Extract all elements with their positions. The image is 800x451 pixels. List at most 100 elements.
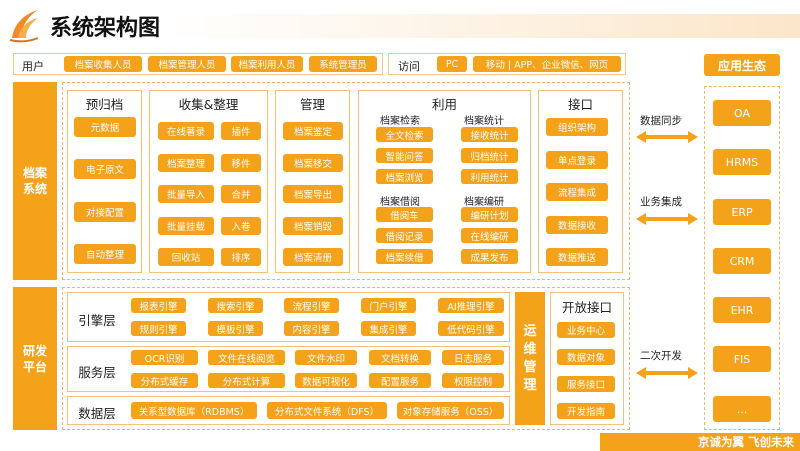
open-interface-title: 开放接口 <box>561 300 612 315</box>
pre-archive-item: 电子原文 <box>74 159 136 179</box>
role-tag: 档案收集人员 <box>64 56 142 72</box>
collect-box <box>149 90 268 273</box>
eco-item: ... <box>713 396 771 422</box>
collect-title: 收集&整理 <box>178 97 239 112</box>
access-label: 访问 <box>398 60 420 73</box>
use-item: 档案浏览 <box>376 169 433 184</box>
data-item: 对象存储服务（OSS） <box>397 402 504 419</box>
use-borrow-title: 档案借阅 <box>380 197 420 208</box>
iface-item: 单点登录 <box>546 151 608 169</box>
engine-item: 流程引擎 <box>284 298 339 313</box>
ops-management: 运维管理 <box>515 292 545 425</box>
engine-title: 引擎层 <box>78 313 116 328</box>
role-tag: 档案管理人员 <box>148 56 226 72</box>
collect-item: 在线著录 <box>158 122 214 140</box>
footer-slogan: 京诚为翼 飞创未来 <box>600 433 800 451</box>
pre-archive-item: 自动整理 <box>74 244 136 264</box>
collect-item: 排序 <box>221 248 261 266</box>
iface-item: 组织架构 <box>546 118 608 136</box>
collect-item: 移件 <box>221 154 261 172</box>
page-title: 系统架构图 <box>50 16 161 41</box>
manage-item: 档案导出 <box>283 185 343 203</box>
use-item: 档案续借 <box>376 249 433 264</box>
data-title: 数据层 <box>78 406 116 421</box>
manage-item: 档案清册 <box>283 248 343 266</box>
use-item: 全文检索 <box>376 127 433 142</box>
iface-item: 流程集成 <box>546 183 608 201</box>
service-item: OCR识别 <box>131 350 198 365</box>
engine-item: AI推理引擎 <box>438 298 504 313</box>
engine-item: 搜索引擎 <box>208 298 263 313</box>
engine-item: 低代码引擎 <box>438 321 504 336</box>
user-label: 用户 <box>22 60 44 73</box>
data-item: 关系型数据库（RDBMS） <box>131 402 257 419</box>
double-arrow-icon <box>636 210 698 225</box>
collect-item: 入卷 <box>221 217 261 235</box>
eco-title: 应用生态 <box>704 54 780 76</box>
use-item: 利用统计 <box>461 169 518 184</box>
use-item: 借阅记录 <box>376 228 433 243</box>
eco-item: EHR <box>713 297 771 323</box>
use-item: 编研计划 <box>461 207 518 222</box>
service-title: 服务层 <box>78 365 116 380</box>
use-edit-title: 档案编研 <box>464 197 504 208</box>
use-item: 归档统计 <box>461 148 518 163</box>
use-title: 利用 <box>431 97 457 112</box>
collect-item: 合并 <box>221 185 261 203</box>
eco-item: CRM <box>713 248 771 274</box>
eco-item: ERP <box>713 199 771 225</box>
iface-item: 数据接收 <box>546 216 608 234</box>
open-item: 服务接口 <box>557 376 615 392</box>
manage-title: 管理 <box>299 97 325 112</box>
use-item: 在线编研 <box>461 228 518 243</box>
double-arrow-icon <box>636 128 698 143</box>
engine-item: 规则引擎 <box>131 321 186 336</box>
pre-archive-item: 对接配置 <box>74 202 136 222</box>
collect-item: 档案整理 <box>158 154 214 172</box>
service-item: 配置服务 <box>369 373 431 388</box>
service-item: 文件在线阅览 <box>208 350 285 365</box>
collect-item: 批量导入 <box>158 185 214 203</box>
collect-item: 批量挂载 <box>158 217 214 235</box>
service-item: 文件水印 <box>295 350 357 365</box>
iface-title: 接口 <box>567 97 593 112</box>
platform-label: 研发平台 <box>13 287 57 430</box>
collect-item: 插件 <box>221 122 261 140</box>
service-item: 数据可视化 <box>295 373 357 388</box>
double-arrow-icon <box>636 364 698 379</box>
pre-archive-item: 元数据 <box>74 117 136 137</box>
archive-system-label: 档案系统 <box>13 82 57 280</box>
header-band <box>165 14 800 38</box>
service-item: 文档转换 <box>369 350 431 365</box>
use-stat-title: 档案统计 <box>464 116 504 127</box>
service-item: 分布式计算 <box>208 373 285 388</box>
service-item: 权限控制 <box>442 373 504 388</box>
use-item: 接收统计 <box>461 127 518 142</box>
use-item: 成果发布 <box>461 249 518 264</box>
access-pc: PC <box>437 56 467 72</box>
role-tag: 系统管理员 <box>309 56 377 72</box>
engine-item: 报表引擎 <box>131 298 186 313</box>
engine-item: 集成引擎 <box>361 321 416 336</box>
eco-item: FIS <box>713 346 771 372</box>
open-item: 开发指南 <box>557 403 615 419</box>
use-search-title: 档案检索 <box>380 116 420 127</box>
eco-item: OA <box>713 100 771 126</box>
role-tag: 档案利用人员 <box>231 56 303 72</box>
manage-box <box>275 90 350 273</box>
data-item: 分布式文件系统（DFS） <box>267 402 387 419</box>
manage-item: 档案鉴定 <box>283 122 343 140</box>
arrow-label-secondary-dev: 二次开发 <box>640 350 682 362</box>
use-item: 借阅车 <box>376 207 433 222</box>
engine-item: 内容引擎 <box>284 321 339 336</box>
access-mobile: 移动 | APP、企业微信、网页 <box>473 56 621 72</box>
eco-item: HRMS <box>713 149 771 175</box>
use-item: 智能问答 <box>376 148 433 163</box>
pre-archive-title: 预归档 <box>85 97 124 112</box>
arrow-label-integration: 业务集成 <box>640 196 682 208</box>
iface-item: 数据推送 <box>546 248 608 266</box>
engine-item: 门户引擎 <box>361 298 416 313</box>
service-item: 日志服务 <box>442 350 504 365</box>
open-item: 业务中心 <box>557 322 615 338</box>
manage-item: 档案销毁 <box>283 217 343 235</box>
